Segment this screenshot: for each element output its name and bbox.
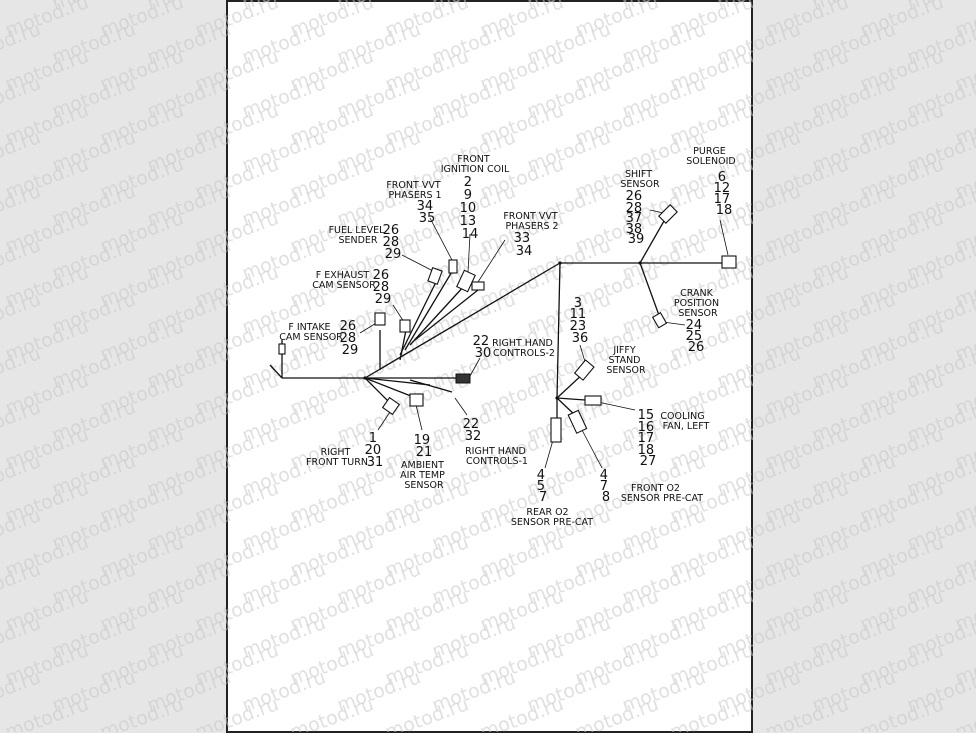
label-crank-position-sensor: CRANK POSITION SENSOR (674, 288, 722, 319)
connector-front-o2 (567, 409, 588, 434)
label-right-front-turn: RIGHT FRONT TURN (306, 447, 368, 468)
watermark-text: motod.ru (667, 693, 756, 732)
connector-purge-solenoid (721, 255, 737, 269)
pins-front-ignition-coil: 2 9 10 13 14 (460, 175, 481, 242)
leader-lines (359, 209, 729, 469)
watermark-text: motod.ru (382, 693, 471, 732)
label-front-vvt-phasers-2: FRONT VVT PHASERS 2 (503, 211, 560, 232)
connector-front-ignition-coil (456, 269, 476, 293)
watermark-text: motod.ru (97, 693, 186, 732)
label-ambient-air-temp-sensor: AMBIENT AIR TEMP SENSOR (400, 460, 448, 491)
connector-rear-o2 (550, 417, 562, 443)
label-purge-solenoid: PURGE SOLENOID (686, 146, 736, 167)
connector-f-exhaust-cam (399, 319, 411, 333)
pins-front-vvt-phasers-1: 34 35 (417, 199, 438, 226)
labels: FRONT IGNITION COIL 2 9 10 13 14 FRONT V… (279, 146, 736, 528)
watermark-text: motod.ru (572, 693, 661, 732)
connector-cooling-fan (584, 395, 602, 406)
connector-f-intake-small (278, 343, 286, 355)
pins-right-hand-controls-2: 22 30 (473, 334, 494, 361)
pins-rear-o2-sensor: 4 5 7 (537, 468, 549, 505)
pins-front-o2-sensor: 4 7 8 (600, 468, 612, 505)
connectors (278, 204, 737, 443)
pins-purge-solenoid: 6 12 17 18 (714, 170, 735, 218)
connector-f-intake-cam (374, 312, 386, 326)
diagram-page (226, 0, 753, 733)
label-front-ignition-coil: FRONT IGNITION COIL (441, 154, 510, 175)
connector-ambient-air-temp (409, 393, 424, 407)
connector-front-vvt-phasers-1 (448, 259, 458, 274)
pins-cooling-fan-left: 15 16 17 18 27 (638, 408, 659, 469)
label-right-hand-controls-2: RIGHT HAND CONTROLS-2 (492, 338, 556, 359)
pins-right-front-turn: 1 20 31 (365, 431, 386, 470)
junction-dots (363, 261, 642, 400)
label-front-o2-sensor: FRONT O2 SENSOR PRE-CAT (621, 483, 703, 504)
connector-fuel-level-sender (427, 267, 443, 285)
label-shift-sensor: SHIFT SENSOR (620, 169, 660, 190)
label-f-intake-cam-sensor: F INTAKE CAM SENSOR (279, 322, 343, 343)
connector-shift-sensor (658, 204, 678, 224)
label-fuel-level-sender: FUEL LEVEL SENDER (329, 225, 388, 246)
watermark-text: motod.ru (857, 693, 946, 732)
connector-front-vvt-phasers-2 (471, 281, 485, 291)
watermark-text: motod.ru (192, 693, 281, 732)
label-right-hand-controls-1: RIGHT HAND CONTROLS-1 (465, 446, 529, 467)
watermark-text: motod.ru (287, 693, 376, 732)
label-front-vvt-phasers-1: FRONT VVT PHASERS 1 (386, 180, 443, 201)
label-rear-o2-sensor: REAR O2 SENSOR PRE-CAT (511, 507, 593, 528)
pins-front-vvt-phasers-2: 33 34 (514, 231, 535, 259)
connector-crank-position (651, 312, 668, 329)
connector-right-hand-controls-2 (455, 373, 471, 384)
connector-jiffy-stand (573, 359, 595, 381)
pins-right-hand-controls-1: 22 32 (463, 417, 484, 444)
pins-shift-sensor: 26 28 37 38 39 (626, 189, 647, 247)
pins-ambient-air-temp-sensor: 19 21 (414, 433, 435, 460)
watermark-text: motod.ru (762, 693, 851, 732)
pins-f-exhaust-cam-sensor: 26 28 29 (373, 268, 394, 307)
label-cooling-fan-left: COOLING FAN, LEFT (660, 411, 709, 432)
label-f-exhaust-cam-sensor: F EXHAUST CAM SENSOR (312, 270, 376, 291)
pins-crank-position-sensor: 24 25 26 (686, 318, 707, 355)
pins-fuel-level-sender: 26 28 29 (383, 223, 404, 262)
connector-right-front-turn (381, 396, 401, 416)
watermark-text: motod.ru (477, 693, 566, 732)
pins-f-intake-cam-sensor: 26 28 29 (340, 319, 361, 358)
label-jiffy-stand-sensor: JIFFY STAND SENSOR (606, 345, 646, 376)
pins-jiffy-stand-sensor: 3 11 23 36 (570, 296, 591, 346)
watermark-text: motod.ru (2, 693, 91, 732)
